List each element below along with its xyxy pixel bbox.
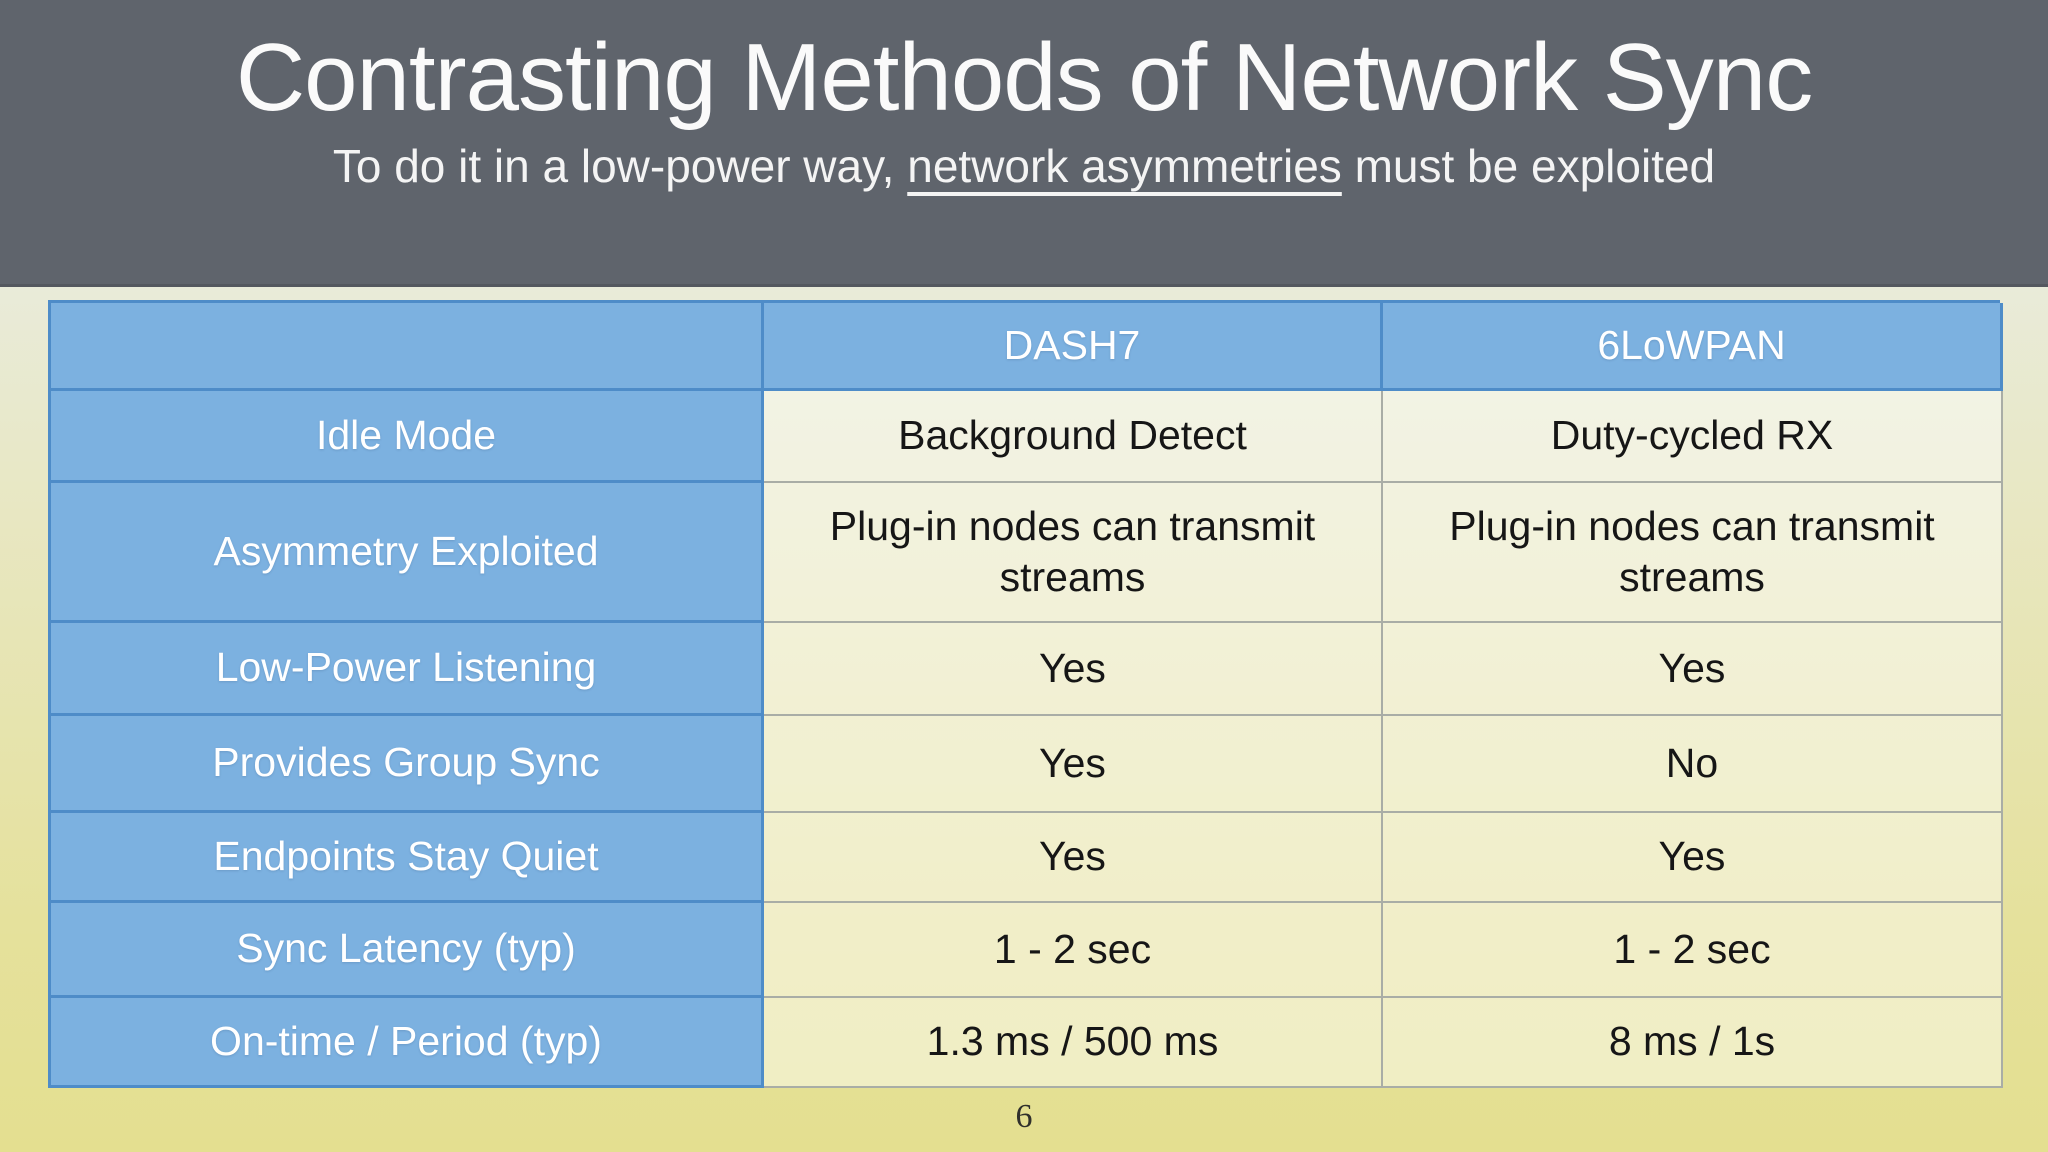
cell-group-sync-dash7: Yes bbox=[764, 716, 1383, 813]
col-header-dash7: DASH7 bbox=[764, 303, 1383, 391]
slide-header-banner: Contrasting Methods of Network Sync To d… bbox=[0, 0, 2048, 287]
slide-title: Contrasting Methods of Network Sync bbox=[235, 24, 1813, 131]
subtitle-suffix: must be exploited bbox=[1341, 139, 1716, 192]
cell-low-power-dash7: Yes bbox=[764, 623, 1383, 716]
page-number: 6 bbox=[1015, 1098, 1033, 1135]
col-header-empty bbox=[51, 303, 764, 391]
cell-latency-dash7: 1 - 2 sec bbox=[764, 903, 1383, 998]
cell-ontime-dash7: 1.3 ms / 500 ms bbox=[764, 998, 1383, 1088]
cell-idle-mode-dash7: Background Detect bbox=[764, 391, 1383, 483]
cell-low-power-6lowpan: Yes bbox=[1383, 623, 2003, 716]
slide-subtitle: To do it in a low-power way, network asy… bbox=[333, 139, 1715, 193]
row-label-low-power: Low-Power Listening bbox=[51, 623, 764, 716]
row-label-group-sync: Provides Group Sync bbox=[51, 716, 764, 813]
row-label-ontime-period: On-time / Period (typ) bbox=[51, 998, 764, 1088]
cell-group-sync-6lowpan: No bbox=[1383, 716, 2003, 813]
cell-asymmetry-dash7: Plug-in nodes can transmit streams bbox=[764, 483, 1383, 623]
row-label-sync-latency: Sync Latency (typ) bbox=[51, 903, 764, 998]
cell-endpoints-dash7: Yes bbox=[764, 813, 1383, 903]
cell-latency-6lowpan: 1 - 2 sec bbox=[1383, 903, 2003, 998]
comparison-table: DASH7 6LoWPAN Idle Mode Background Detec… bbox=[48, 300, 2003, 1088]
subtitle-underlined-phrase: network asymmetries bbox=[907, 139, 1342, 192]
cell-endpoints-6lowpan: Yes bbox=[1383, 813, 2003, 903]
cell-ontime-6lowpan: 8 ms / 1s bbox=[1383, 998, 2003, 1088]
subtitle-prefix: To do it in a low-power way, bbox=[332, 139, 908, 192]
row-label-asymmetry: Asymmetry Exploited bbox=[51, 483, 764, 623]
row-label-idle-mode: Idle Mode bbox=[51, 391, 764, 483]
col-header-6lowpan: 6LoWPAN bbox=[1383, 303, 2003, 391]
cell-asymmetry-6lowpan: Plug-in nodes can transmit streams bbox=[1383, 483, 2003, 623]
cell-idle-mode-6lowpan: Duty-cycled RX bbox=[1383, 391, 2003, 483]
row-label-endpoints-quiet: Endpoints Stay Quiet bbox=[51, 813, 764, 903]
